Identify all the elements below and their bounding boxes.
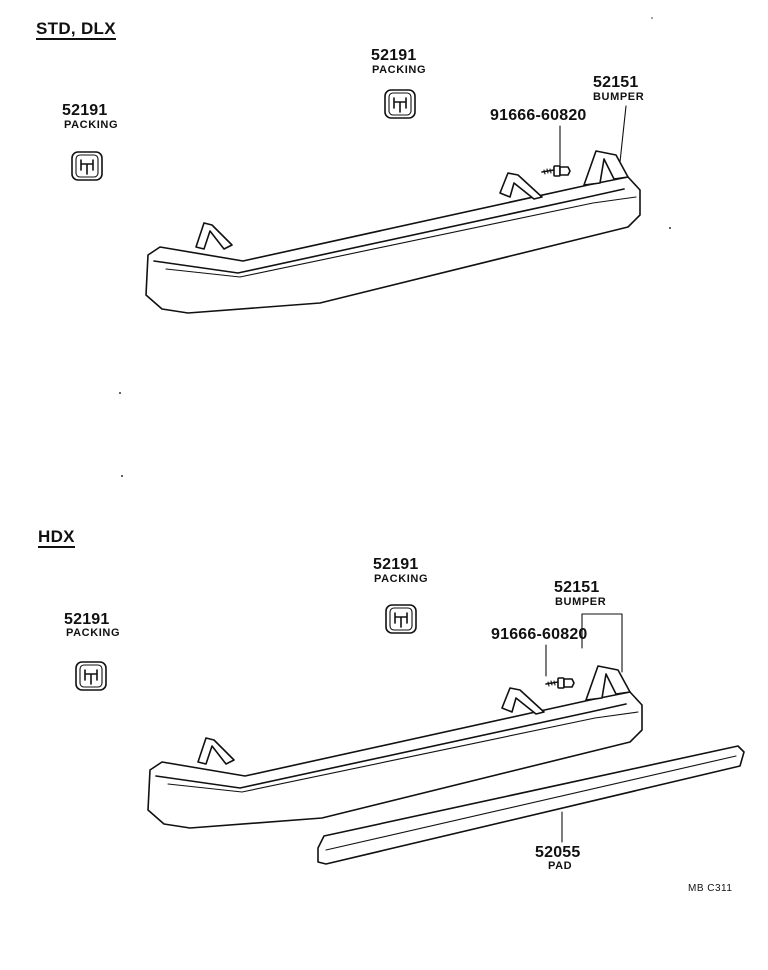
hdx-packing-center-name: PACKING (374, 573, 429, 585)
std-dlx-bolt-number: 91666-60820 (490, 107, 587, 124)
hdx-packing-center (385, 604, 417, 634)
hdx-pad-name: PAD (548, 860, 573, 872)
std-dlx-bolt (541, 165, 571, 177)
std-dlx-bumper-leader (619, 105, 627, 163)
section-title-hdx: HDX (38, 527, 75, 548)
hdx-packing-left-number: 52191 (64, 611, 110, 628)
std-dlx-packing-left-name: PACKING (64, 119, 119, 131)
hdx-packing-center-number: 52191 (373, 556, 419, 573)
hdx-pad-number: 52055 (535, 844, 581, 861)
hdx-pad (317, 745, 745, 865)
std-dlx-packing-left-number: 52191 (62, 102, 108, 119)
figure-code: MB C311 (688, 883, 733, 894)
std-dlx-packing-left (71, 151, 103, 181)
hdx-packing-left (75, 661, 107, 691)
std-dlx-packing-center (384, 89, 416, 119)
std-dlx-bumper-number: 52151 (593, 74, 639, 91)
std-dlx-bumper-name: BUMPER (593, 91, 645, 103)
hdx-bolt (545, 677, 575, 689)
hdx-bumper-leader (581, 613, 623, 673)
hdx-bumper-name: BUMPER (555, 596, 607, 608)
section-title-std-dlx: STD, DLX (36, 19, 116, 40)
hdx-bumper-number: 52151 (554, 579, 600, 596)
hdx-bolt-number: 91666-60820 (491, 626, 588, 643)
std-dlx-packing-center-name: PACKING (372, 64, 427, 76)
std-dlx-packing-center-number: 52191 (371, 47, 417, 64)
hdx-packing-left-name: PACKING (66, 627, 121, 639)
